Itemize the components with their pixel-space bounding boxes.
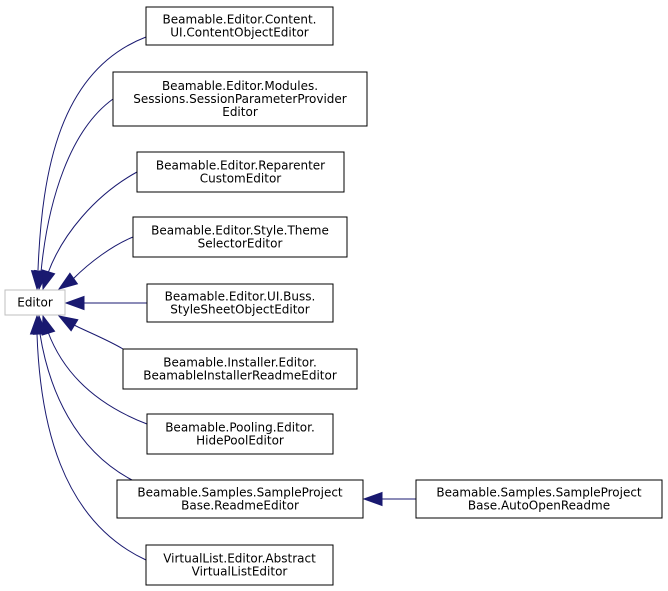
edge-line — [39, 333, 133, 481]
edge-session-parameter-provider-editor-to-editor — [33, 98, 114, 291]
node-label-line: Beamable.Editor.Style.Theme — [151, 224, 329, 238]
edge-arrowhead — [64, 295, 85, 311]
node-box[interactable] — [415, 479, 663, 519]
node-label: Beamable.Installer.Editor.BeamableInstal… — [143, 356, 337, 383]
edge-theme-selector-editor-to-editor — [57, 236, 134, 290]
node-label-line: Beamable.Pooling.Editor. — [165, 421, 315, 435]
node-box[interactable] — [132, 216, 348, 258]
node-box[interactable] — [122, 348, 358, 390]
node-label: Beamable.Editor.UI.Buss.StyleSheetObject… — [165, 290, 316, 317]
node-label-line: Beamable.Installer.Editor. — [163, 356, 317, 370]
node-style-sheet-object-editor[interactable]: Beamable.Editor.UI.Buss.StyleSheetObject… — [146, 283, 334, 323]
node-label-line: BeamableInstallerReadmeEditor — [143, 369, 337, 383]
node-label-line: Beamable.Editor.UI.Buss. — [165, 290, 316, 304]
edge-line — [36, 333, 147, 561]
edge-style-sheet-object-editor-to-editor — [64, 295, 147, 311]
node-box[interactable] — [146, 283, 334, 323]
node-box[interactable] — [136, 151, 345, 193]
node-label-line: CustomEditor — [200, 172, 282, 186]
node-box[interactable] — [146, 413, 334, 455]
node-box[interactable] — [112, 71, 368, 127]
edge-arrowhead — [41, 269, 56, 291]
node-label-line: UI.ContentObjectEditor — [170, 26, 309, 40]
node-label: Beamable.Editor.Content.UI.ContentObject… — [163, 13, 317, 40]
node-box[interactable] — [4, 289, 66, 316]
node-label-line: VirtualList.Editor.Abstract — [163, 552, 316, 566]
edge-arrowhead — [57, 315, 79, 332]
node-content-object-editor[interactable]: Beamable.Editor.Content.UI.ContentObject… — [145, 6, 334, 46]
node-label: Beamable.Pooling.Editor.HidePoolEditor — [165, 421, 315, 448]
node-label: Editor — [17, 296, 53, 310]
node-box[interactable] — [145, 6, 334, 46]
edge-abstract-virtual-list-editor-to-editor — [29, 314, 147, 561]
edge-arrowhead — [29, 314, 45, 335]
edge-line — [72, 236, 134, 280]
node-label-line: Editor — [17, 296, 53, 310]
node-session-parameter-provider-editor[interactable]: Beamable.Editor.Modules.Sessions.Session… — [112, 71, 368, 127]
edge-line — [73, 324, 124, 350]
edge-line — [47, 331, 148, 425]
node-label-line: Base.ReadmeEditor — [181, 499, 299, 513]
edge-readme-editor-to-editor — [32, 314, 133, 481]
node-label-line: Editor — [222, 105, 258, 119]
node-label-line: VirtualListEditor — [192, 565, 288, 579]
edge-line — [47, 171, 138, 274]
node-beamable-installer-readme-editor[interactable]: Beamable.Installer.Editor.BeamableInstal… — [122, 348, 358, 390]
node-box[interactable] — [116, 479, 364, 519]
edge-line — [37, 36, 147, 271]
nodes-layer: Editor Beamable.Editor.Content.UI.Content… — [4, 6, 663, 586]
node-hide-pool-editor[interactable]: Beamable.Pooling.Editor.HidePoolEditor — [146, 413, 334, 455]
node-label-line: HidePoolEditor — [196, 434, 284, 448]
node-label-line: Beamable.Samples.SampleProject — [137, 486, 343, 500]
edge-line — [40, 98, 114, 273]
node-label-line: Beamable.Editor.Content. — [163, 13, 317, 27]
node-label-line: Beamable.Editor.Reparenter — [156, 159, 325, 173]
edge-arrowhead — [57, 272, 79, 290]
node-label-line: Beamable.Samples.SampleProject — [436, 486, 642, 500]
node-label-line: Beamable.Editor.Modules. — [162, 79, 318, 93]
node-label: Beamable.Editor.Modules.Sessions.Session… — [133, 79, 347, 119]
node-label-line: Base.AutoOpenReadme — [468, 499, 610, 513]
node-label-line: SelectorEditor — [198, 237, 283, 251]
edge-auto-open-readme-to-readme-editor — [362, 491, 416, 507]
edge-arrowhead — [362, 491, 383, 507]
node-editor[interactable]: Editor — [4, 289, 66, 316]
edge-reparenter-custom-editor-to-editor — [41, 171, 138, 291]
edges-layer — [29, 36, 416, 561]
node-label-line: Sessions.SessionParameterProvider — [133, 92, 347, 106]
node-box[interactable] — [145, 544, 334, 586]
edge-beamable-installer-readme-editor-to-editor — [57, 315, 124, 350]
node-label-line: StyleSheetObjectEditor — [170, 303, 309, 317]
